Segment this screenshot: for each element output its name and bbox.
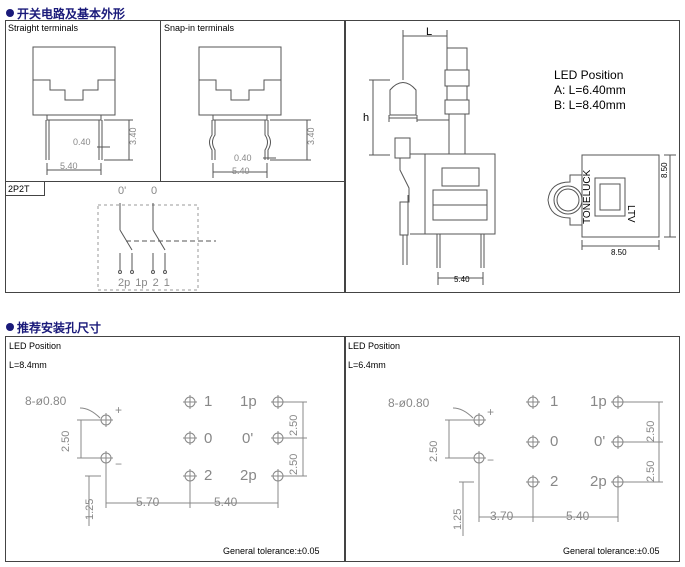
hole-right-pin0p: 0' — [594, 433, 606, 450]
hole-right-dim-125: 1.25 — [452, 508, 464, 530]
hole-left-count: 8-ø0.80 — [25, 394, 67, 408]
section-title-circuit: 开关电路及基本外形 — [6, 5, 125, 22]
hole-right-dim-250a: 2.50 — [428, 440, 440, 462]
section-title-text: 推荐安装孔尺寸 — [17, 321, 102, 335]
circuit-label: 2P2T — [8, 184, 30, 194]
hole-right-plus: + — [487, 405, 495, 419]
hole-right-dim-370: 3.70 — [490, 509, 514, 523]
hole-right-minus: − — [487, 453, 495, 467]
led-info-line-b: B: L=8.40mm — [554, 98, 626, 112]
circuit-top-right: 0 — [151, 185, 158, 197]
hole-left-pin0p: 0' — [242, 430, 254, 447]
snapin-gap-dim: 0.40 — [234, 153, 252, 163]
hole-left-dim-125: 1.25 — [84, 498, 96, 520]
straight-pitch-dim: 5.40 — [60, 161, 78, 171]
hole-right-dim-250r1: 2.50 — [645, 420, 657, 442]
straight-gap-dim: 0.40 — [73, 137, 91, 147]
circuit-label-box — [5, 182, 45, 196]
bullet-icon — [6, 9, 14, 17]
top-view-height-dim: 8.50 — [660, 162, 669, 178]
hole-left-plus: + — [115, 403, 123, 417]
hole-left-dim-250a: 2.50 — [60, 430, 72, 452]
hole-right-drawing — [445, 395, 663, 536]
snapin-pitch-dim: 5.40 — [232, 166, 250, 176]
bullet-icon — [6, 323, 14, 331]
hole-right-pin2: 2 — [550, 473, 559, 490]
top-view-drawing — [547, 154, 676, 250]
straight-height-dim: 3.40 — [128, 127, 138, 145]
side-view-drawing — [369, 30, 496, 285]
hole-left-pin1: 1 — [204, 393, 213, 410]
hole-panel-left — [5, 336, 345, 562]
hole-left-pin0: 0 — [204, 430, 213, 447]
snapin-terminals-drawing — [198, 46, 311, 178]
straight-terminals-drawing — [32, 46, 133, 175]
led-info-line-a: A: L=6.40mm — [554, 83, 626, 97]
section-title-holes: 推荐安装孔尺寸 — [6, 319, 101, 336]
hole-right-sub: L=6.4mm — [348, 360, 386, 370]
hole-right-dim-250r2: 2.50 — [645, 460, 657, 482]
hole-right-title: LED Position — [348, 341, 401, 351]
hole-right-pin0: 0 — [550, 433, 559, 450]
side-dim-h: h — [363, 112, 370, 124]
hole-left-minus: − — [115, 457, 123, 471]
hole-right-pin1: 1 — [550, 393, 559, 410]
top-view-width-dim: 8.50 — [611, 248, 627, 257]
hole-left-sub: L=8.4mm — [9, 360, 47, 370]
top-view-model: LTV — [625, 205, 636, 223]
snapin-terminals-label: Snap-in terminals — [164, 23, 235, 33]
straight-terminals-label: Straight terminals — [8, 23, 79, 33]
led-info-title: LED Position — [554, 68, 624, 82]
outline-panel — [5, 20, 345, 293]
hole-right-pin1p: 1p — [590, 393, 607, 410]
hole-left-dim-250r1: 2.50 — [288, 414, 300, 436]
outline-panel-right — [345, 20, 680, 293]
top-view-brand: TONELUCK — [582, 169, 593, 224]
hole-left-dim-250r2: 2.50 — [288, 453, 300, 475]
section-title-text: 开关电路及基本外形 — [17, 7, 126, 21]
hole-panel-right — [345, 336, 680, 562]
hole-left-tolerance: General tolerance:±0.05 — [223, 546, 320, 556]
divider — [5, 181, 345, 182]
hole-left-drawing — [77, 395, 307, 526]
circuit-top-left: 0' — [118, 185, 127, 197]
circuit-diagram — [97, 203, 216, 291]
hole-left-pin1p: 1p — [240, 393, 257, 410]
hole-right-count: 8-ø0.80 — [388, 396, 430, 410]
hole-right-dim-540: 5.40 — [566, 509, 590, 523]
hole-left-dim-570: 5.70 — [136, 495, 160, 509]
hole-right-tolerance: General tolerance:±0.05 — [563, 546, 660, 556]
divider — [160, 20, 161, 182]
circuit-bottom-labels: 2p 1p 2 1 — [118, 277, 170, 289]
side-dim-L: L — [426, 26, 433, 38]
hole-left-title: LED Position — [9, 341, 62, 351]
side-dim-bottom: 5.40 — [454, 275, 470, 284]
hole-right-pin2p: 2p — [590, 473, 607, 490]
hole-left-dim-540: 5.40 — [214, 495, 238, 509]
snapin-height-dim: 3.40 — [306, 127, 316, 145]
hole-left-pin2: 2 — [204, 467, 213, 484]
hole-left-pin2p: 2p — [240, 467, 257, 484]
